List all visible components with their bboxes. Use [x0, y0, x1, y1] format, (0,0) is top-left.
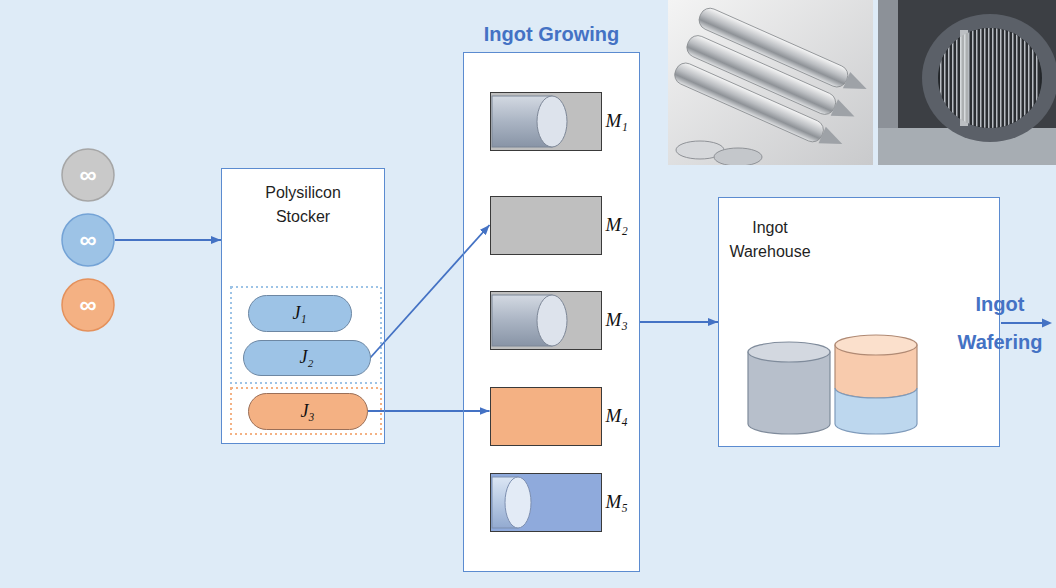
- circle-shape: [62, 279, 114, 331]
- source-symbol: ∞: [79, 163, 96, 187]
- ingot-photo-part-part: [672, 60, 827, 145]
- flow-arrow: [115, 239, 221, 241]
- job-pill: J₂: [243, 340, 371, 376]
- circle-shape: [62, 149, 114, 201]
- job-label: J₁: [292, 303, 306, 324]
- flow-arrow: [640, 321, 718, 323]
- ingot-photo-part: [672, 5, 872, 154]
- warehouse-ingot-part: [835, 335, 917, 355]
- wafering-arrow-part: [1001, 322, 1043, 324]
- stage-title: Ingot Growing: [464, 22, 639, 46]
- machine-fill-part: [490, 196, 602, 255]
- panel-fill-part: [718, 197, 1000, 447]
- machine-label: M₅: [606, 491, 628, 514]
- job-group-outline-part: [231, 287, 381, 383]
- machine-box: M₃: [490, 291, 602, 350]
- flow-arrow: [371, 225, 490, 358]
- wafering-photo-part: [922, 14, 1056, 142]
- ingot-photo: [668, 0, 873, 165]
- panel-fill-part: [463, 52, 640, 572]
- flow-arrow: [368, 410, 490, 412]
- machine-fill-part: [490, 291, 602, 350]
- source-symbol: ∞: [79, 228, 96, 252]
- job-label: J₂: [299, 347, 313, 368]
- warehouse-box: Ingot Warehouse: [718, 197, 1000, 447]
- box-title: Ingot Warehouse: [719, 216, 821, 264]
- circle-shape: [62, 214, 114, 266]
- box-title: Polysilicon Stocker: [243, 181, 363, 229]
- ingot-photo-part-part: [831, 99, 858, 124]
- ingot-in-furnace-part: [537, 96, 567, 147]
- machine-fill-part: [490, 473, 602, 532]
- machine-label: M₁: [606, 110, 628, 133]
- ingot-in-furnace: [492, 96, 567, 528]
- machine-label: M₂: [606, 214, 628, 237]
- warehouse-ingot: [748, 335, 917, 434]
- stage-label: Ingot Wafering: [950, 285, 1050, 361]
- process-box: Ingot GrowingM₁M₂M₃M₄M₅: [463, 52, 640, 572]
- ingot-photo-part-part: [843, 72, 870, 97]
- job-group-outline: [231, 287, 381, 434]
- wafering-photo-part: [960, 30, 968, 126]
- machine-box: M₂: [490, 196, 602, 255]
- machine-fill: [490, 92, 602, 532]
- ingot-photo-part: [668, 0, 873, 165]
- machine-label: M₄: [606, 405, 628, 428]
- machine-label: M₃: [606, 309, 628, 332]
- panel-fill-part: [221, 168, 385, 444]
- source-circle: ∞: [61, 278, 115, 332]
- stocker-box: Polysilicon StockerJ₁ J₂ J₃: [221, 168, 385, 444]
- ingot-in-furnace-part: [537, 295, 567, 346]
- wafering-arrow: [1001, 319, 1052, 328]
- machine-box: M₄: [490, 387, 602, 446]
- wafering-arrow-part: [1042, 319, 1052, 328]
- wafering-photo-part: [938, 28, 1042, 128]
- job-group-outline-part: [231, 388, 381, 434]
- job-pill: J₃: [248, 393, 368, 430]
- machine-fill-part: [490, 387, 602, 446]
- job-label: J₃: [300, 401, 314, 422]
- warehouse-ingot-part: [748, 352, 830, 434]
- wafering-photo-part: [940, 28, 1040, 128]
- wafering-photo: [878, 0, 1056, 165]
- ingot-photo-part-part: [818, 127, 845, 152]
- warehouse-ingot-part: [835, 388, 917, 434]
- machine-box: M₅: [490, 473, 602, 532]
- ingot-in-furnace-part: [505, 477, 531, 528]
- job-pill: J₁: [248, 295, 352, 332]
- machine-fill-part: [490, 92, 602, 151]
- warehouse-ingot-part: [748, 342, 830, 362]
- source-circle: ∞: [61, 213, 115, 267]
- ingot-photo-part: [714, 148, 762, 165]
- source-circle: ∞: [61, 148, 115, 202]
- source-symbol: ∞: [79, 293, 96, 317]
- machine-box: M₁: [490, 92, 602, 151]
